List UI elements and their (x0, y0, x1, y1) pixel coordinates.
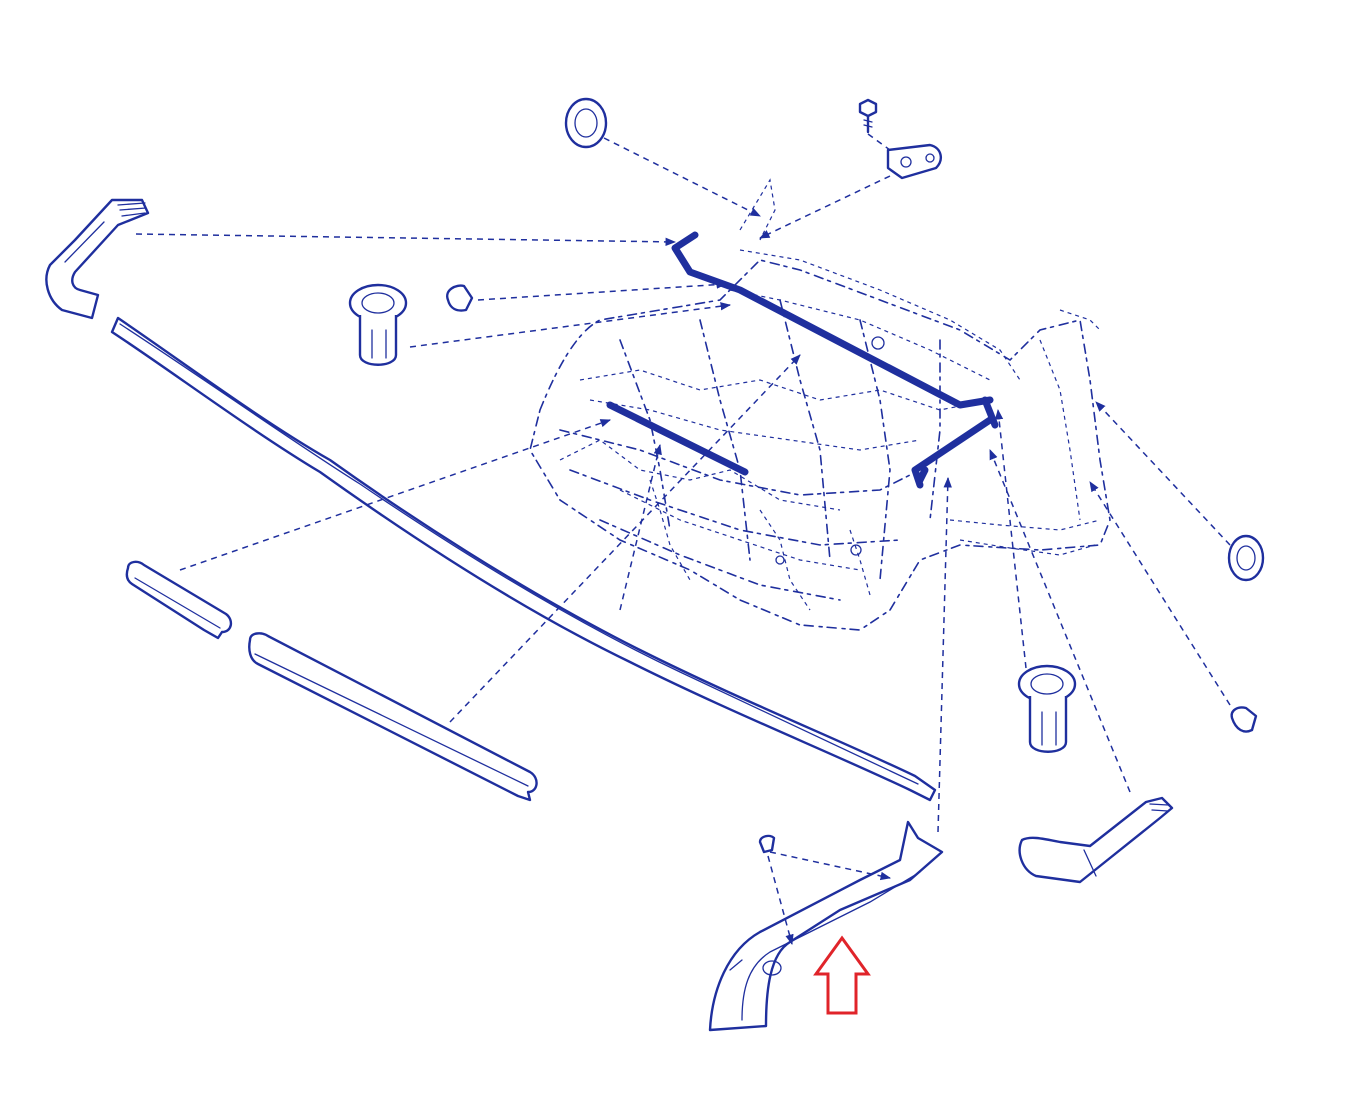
left-upper-corner-seal (45, 198, 150, 320)
vehicle-body-structure (529, 178, 1111, 631)
short-seal-piece-lower (248, 632, 538, 802)
short-seal-piece-upper (125, 560, 233, 640)
bolt-top (858, 98, 878, 134)
long-door-seal-strip (110, 316, 937, 802)
callout-arrow-up (813, 935, 871, 1015)
small-clip-trim (758, 834, 776, 854)
mounting-bracket (886, 143, 942, 180)
lower-front-trim-panel (708, 820, 944, 1032)
leader-lines (135, 133, 1231, 946)
drain-plug-housing-left (348, 283, 408, 366)
clip-fastener-left (446, 284, 474, 312)
drain-plug-housing-right (1017, 664, 1077, 753)
round-grommet-right (1227, 534, 1265, 582)
round-grommet-top (564, 97, 608, 149)
body-seal-rails (606, 231, 999, 489)
right-lower-corner-seal (1018, 796, 1174, 884)
clip-fastener-right (1230, 706, 1258, 733)
